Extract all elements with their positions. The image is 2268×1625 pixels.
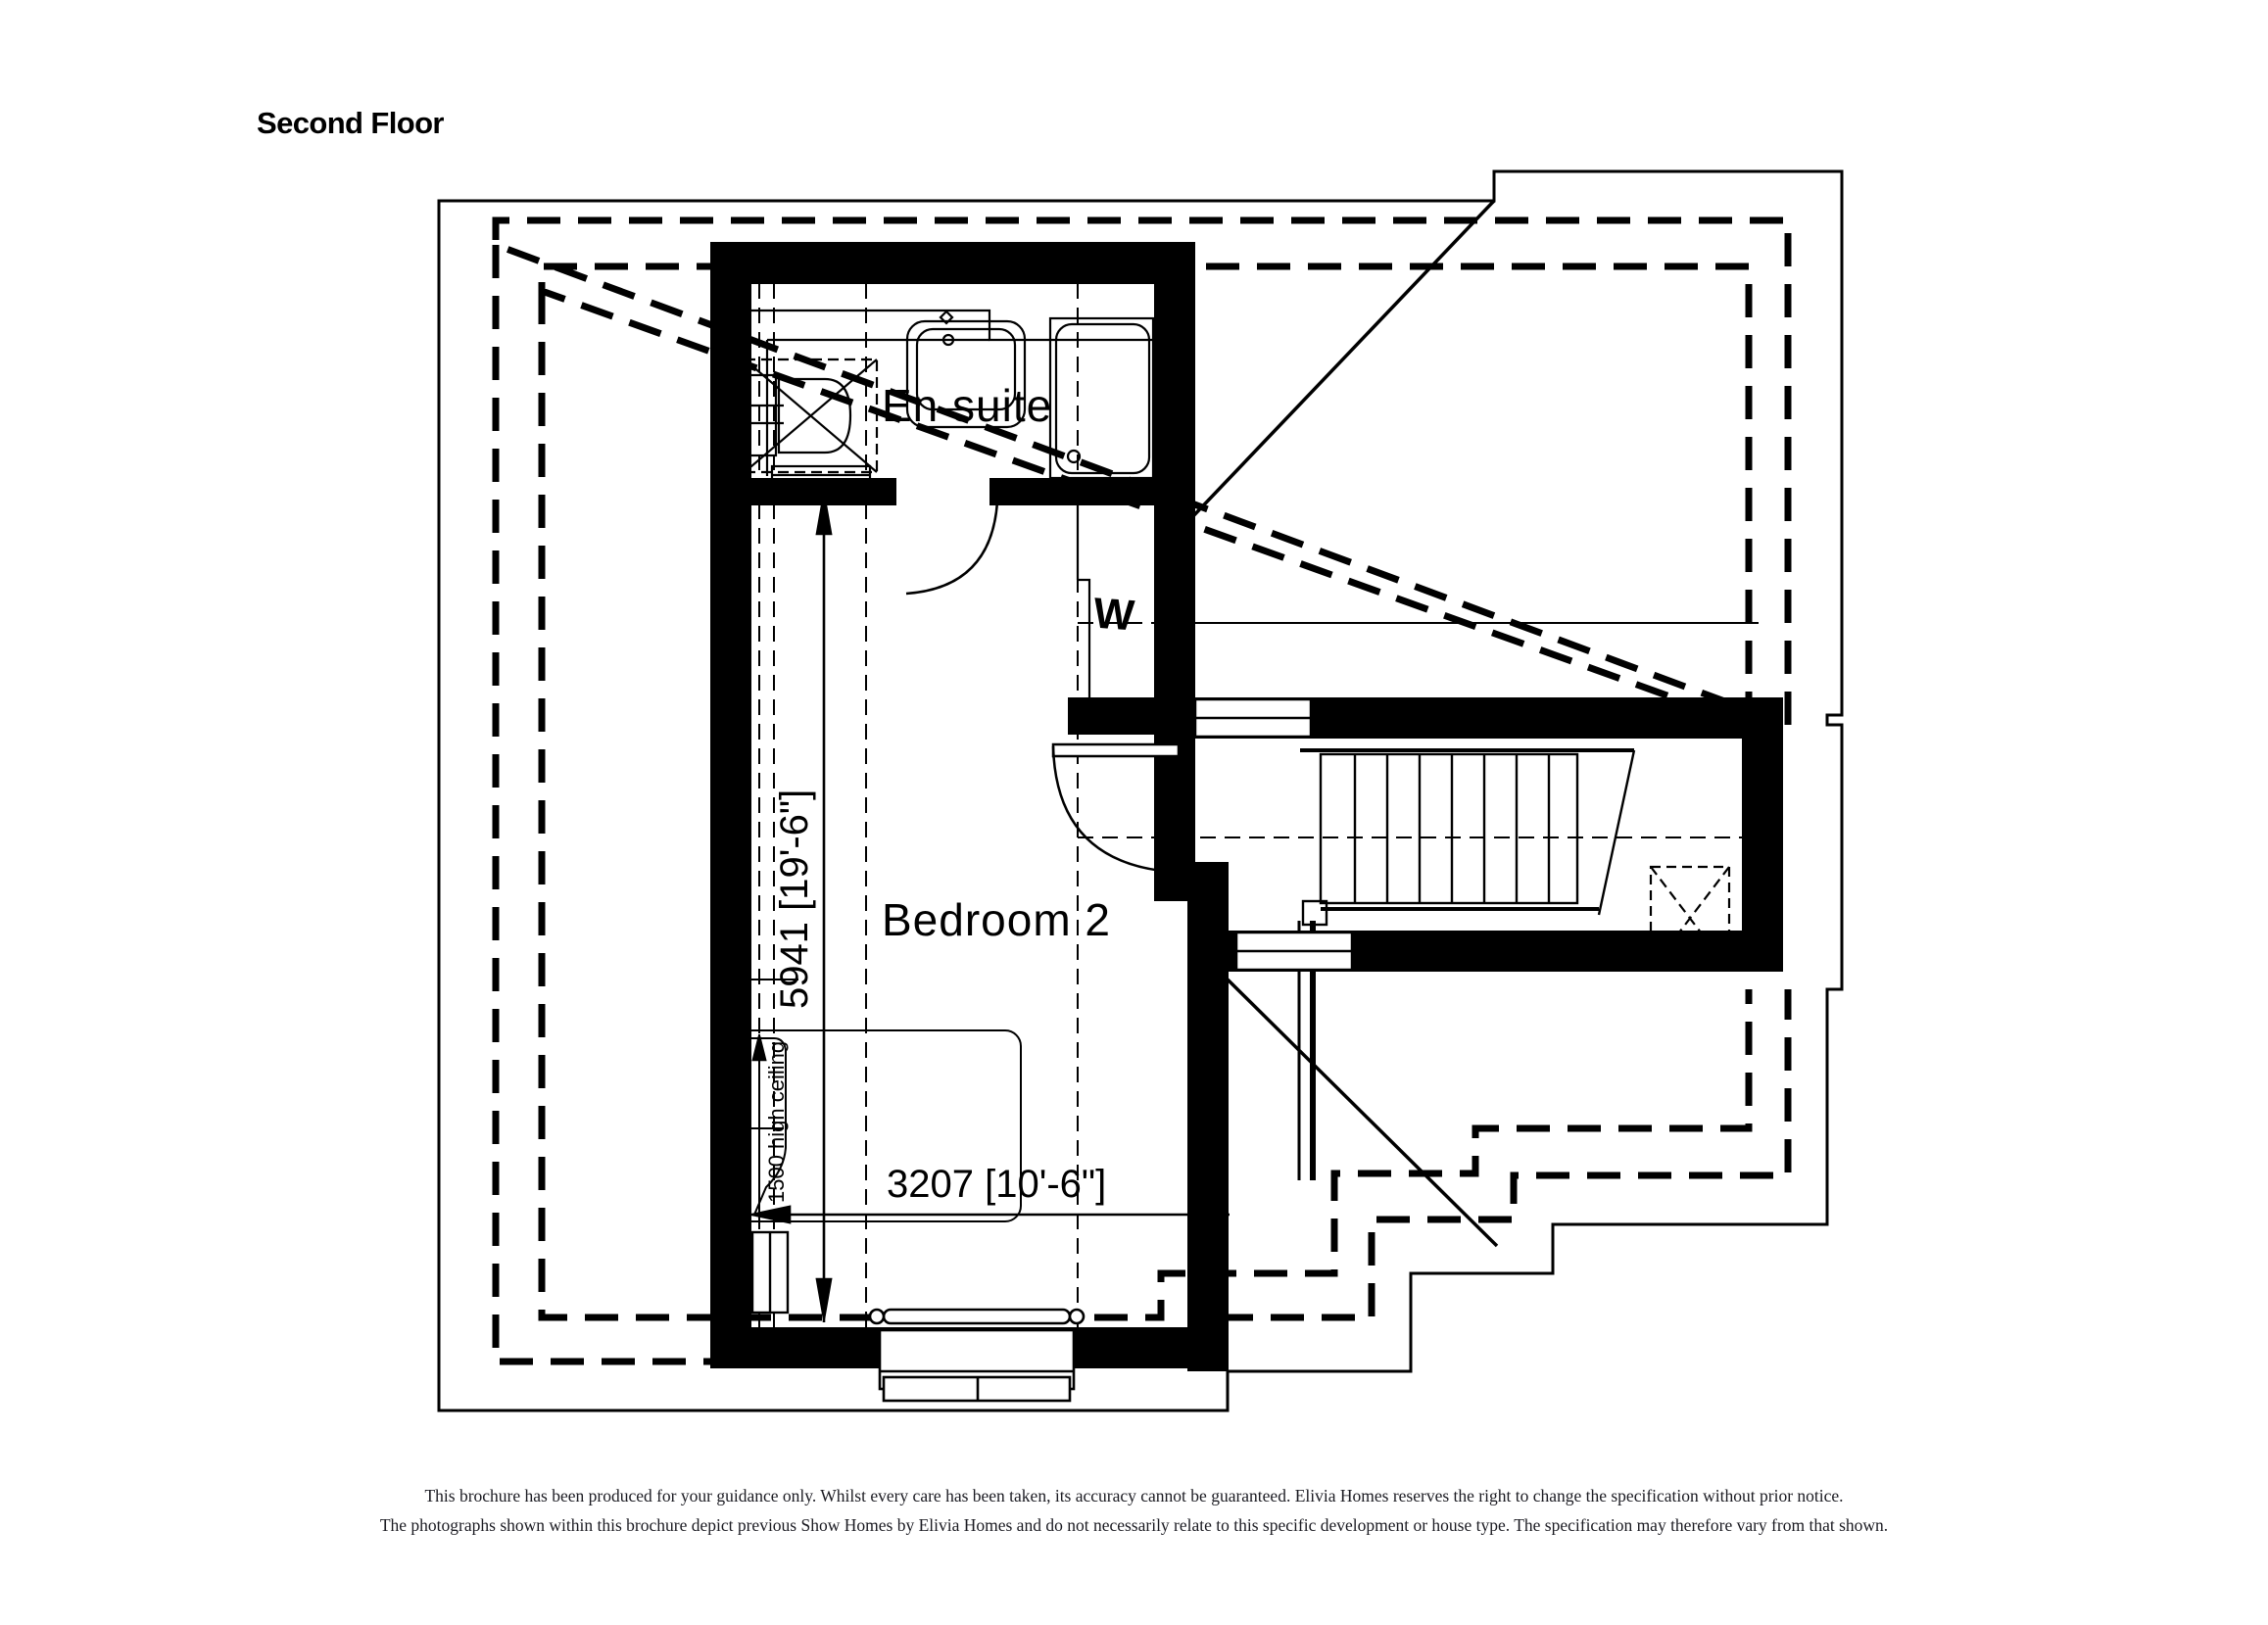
wall-bottom-right (1187, 1327, 1229, 1368)
bedroom-door-swing-arc (1051, 745, 1172, 874)
wash-basin-inner (915, 327, 1017, 411)
vertical-dim-arrow-top (815, 494, 833, 536)
page-title: Second Floor (257, 106, 444, 140)
bed-pillow-1 (753, 1037, 787, 1216)
loft-hatch-group (1649, 865, 1731, 972)
cupboard-outline (1078, 578, 1091, 715)
bed-furniture-group (736, 1029, 1022, 1222)
footer-line-2: The photographs shown within this brochu… (379, 1515, 1889, 1535)
window-marker-label: W (1092, 590, 1136, 641)
footer-disclaimer: This brochure has been produced for your… (0, 1481, 2268, 1540)
horizontal-dim-arrow-right (1187, 1205, 1228, 1224)
bedroom-window-head (882, 1308, 1072, 1325)
roof-dash-ring-2 (538, 263, 1753, 1321)
dimension-label-ceiling: 1500 high ceiling (764, 1041, 789, 1203)
dimension-label-vertical: 5941 [19'-6"] (773, 789, 816, 1009)
loft-hatch-x-2 (1650, 866, 1730, 971)
bedroom-door-leaf[interactable] (1051, 742, 1181, 758)
basin-drain-icon (941, 333, 955, 347)
room-label-en-suite: En suite (882, 380, 1052, 431)
wc-cistern (735, 373, 778, 457)
window-marker-group: W (1092, 590, 1136, 641)
roof-dash-ring-1 (492, 216, 1792, 1365)
roof-dashed-outer (492, 216, 1792, 1365)
roof-outer-outline (437, 169, 1844, 1412)
wall-cupboard-bottom (1068, 697, 1195, 735)
wc-pan-icon (777, 377, 852, 454)
roof-hip-bottom-right (1226, 978, 1499, 1248)
roof-hip-top-right (1188, 199, 1496, 521)
vertical-dim-arrow-bottom (815, 1277, 833, 1319)
basin-tap-icon (939, 310, 954, 325)
wash-basin-outer (905, 319, 1027, 429)
bedroom-side-window-group (750, 1230, 790, 1314)
wc-bounding-box (743, 358, 879, 474)
ensuite-door-group[interactable] (905, 482, 999, 596)
wall-ensuite-right (1154, 242, 1195, 502)
loft-hatch-box (1649, 865, 1731, 972)
ensuite-door-jamb-rect (989, 478, 999, 505)
footer-line-1: This brochure has been produced for your… (424, 1486, 1844, 1506)
room-label-bedroom-2: Bedroom 2 (882, 894, 1111, 945)
ensuite-fixtures (735, 309, 1155, 486)
shower-enclosure-outer (1048, 316, 1155, 480)
bedroom-door-group[interactable] (1051, 742, 1181, 874)
dimension-lines-group (743, 490, 1230, 1322)
wc-x-line-2 (744, 358, 878, 473)
cupboard-group (1076, 505, 1091, 715)
roof-dashed-inner (538, 263, 1753, 1321)
stair-winder-line (1597, 749, 1636, 916)
roof-hip-lines (1188, 199, 1499, 1248)
bedroom-window-group (868, 1308, 1086, 1403)
shower-drain-icon (1066, 449, 1082, 464)
wall-bedroom-right-lower (1187, 862, 1229, 1371)
wall-top (710, 242, 1195, 283)
dimension-label-horizontal: 3207 [10'-6"] (887, 1163, 1106, 1206)
bedroom-window-pivot-right (1068, 1308, 1086, 1325)
bedroom-door-jamb (1166, 868, 1195, 880)
bed-outline (736, 1029, 1022, 1222)
wall-landing-right (1742, 697, 1783, 972)
stair-flight-outline (1319, 752, 1579, 905)
ceiling-dim-arrow-top (751, 1035, 767, 1062)
ensuite-door-swing-arc (905, 501, 999, 596)
wall-ensuite-bottom-right (989, 478, 1156, 505)
horizontal-dim-arrow-left (751, 1205, 792, 1224)
landing-windows (1193, 697, 1354, 972)
vanity-outline (751, 309, 1154, 342)
ensuite-door-jamb (989, 478, 999, 505)
bedroom-window-pivot-left (868, 1308, 886, 1325)
shower-tray-icon (1054, 322, 1151, 475)
roof-outline-group (437, 169, 1844, 1412)
staircase-group (1297, 748, 1636, 1180)
wall-cupboard-right (1154, 478, 1195, 713)
bedroom-door-jamb-rect (1166, 868, 1195, 880)
